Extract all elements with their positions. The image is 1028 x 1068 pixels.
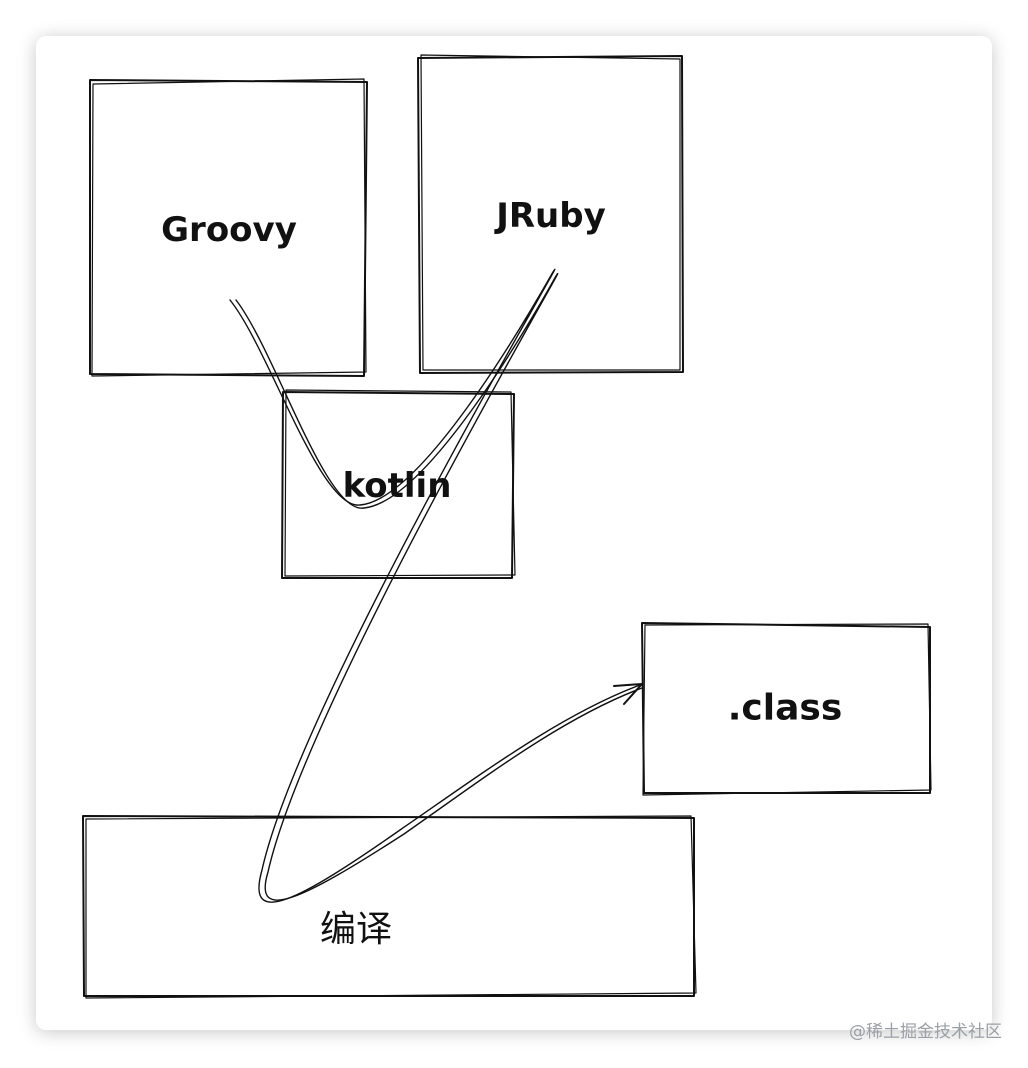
jruby-flow-line (235, 272, 643, 901)
compile-label: 编译 (319, 909, 393, 950)
watermark-text: @稀土掘金技术社区 (849, 1022, 1002, 1042)
jruby-label: JRuby (496, 196, 606, 236)
groovy-label: Groovy (161, 210, 297, 250)
class-box (641, 622, 932, 796)
kotlin-box (281, 389, 516, 579)
kotlin-label: kotlin (342, 466, 452, 506)
groovy-box (89, 78, 368, 377)
class-label: .class (727, 687, 843, 729)
compile-box (82, 815, 697, 999)
groovy-flow-line (229, 268, 641, 903)
jruby-box (417, 54, 684, 374)
arrow-head-icon (613, 683, 643, 705)
